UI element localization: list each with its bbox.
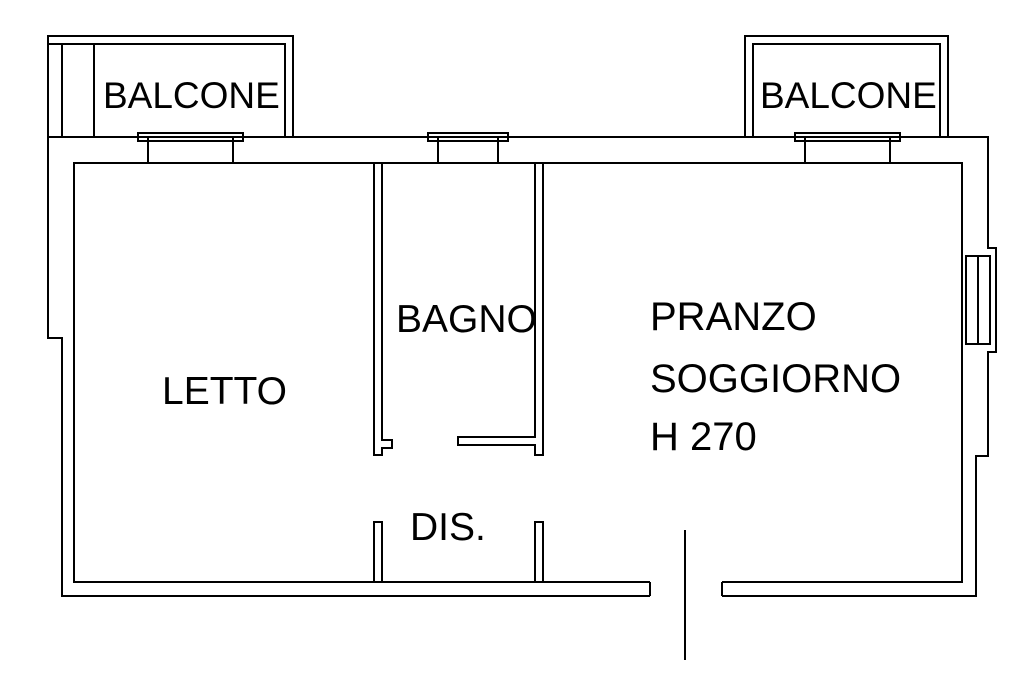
wall-bedroom-hall-lower [373, 521, 383, 582]
living-label-line1: PRANZO [650, 295, 817, 339]
top-openings [137, 132, 901, 164]
right-window [965, 255, 991, 345]
bedroom-label: LETTO [162, 370, 287, 413]
bathroom-window [437, 136, 499, 164]
wall-hall-living-lower [534, 521, 544, 582]
balcony-right-door-frame [794, 132, 901, 142]
balcony-left-outer [47, 35, 294, 137]
bathroom-label: BAGNO [396, 298, 537, 341]
balcony-right-label: BALCONE [760, 75, 937, 116]
outer-wall [47, 136, 997, 597]
balcony-right-inner [752, 43, 941, 137]
balcony-left [47, 35, 294, 137]
balcony-left-label: BALCONE [103, 75, 280, 116]
room-labels: BALCONE BALCONE LETTO BAGNO PRANZO SOGGI… [103, 75, 937, 549]
balcony-right [744, 35, 949, 137]
living-label-line2: SOGGIORNO [650, 357, 901, 401]
wall-bathroom-living [457, 163, 544, 582]
entrance [640, 530, 723, 660]
balcony-left-door-frame [137, 132, 244, 142]
wall-bathroom-living-upper [457, 163, 544, 456]
balcony-left-inner [93, 43, 286, 137]
inner-wall-outline [73, 162, 963, 583]
balcony-right-door [804, 136, 891, 164]
balcony-left-door [147, 136, 234, 164]
living-height-label: H 270 [650, 415, 757, 459]
wall-bedroom-bathroom-upper [373, 163, 393, 456]
balcony-right-outer [744, 35, 949, 137]
wall-bedroom-bathroom [373, 163, 393, 582]
bathroom-window-frame [427, 132, 509, 142]
outer-wall-outline [47, 136, 997, 597]
hallway-label: DIS. [410, 506, 486, 549]
